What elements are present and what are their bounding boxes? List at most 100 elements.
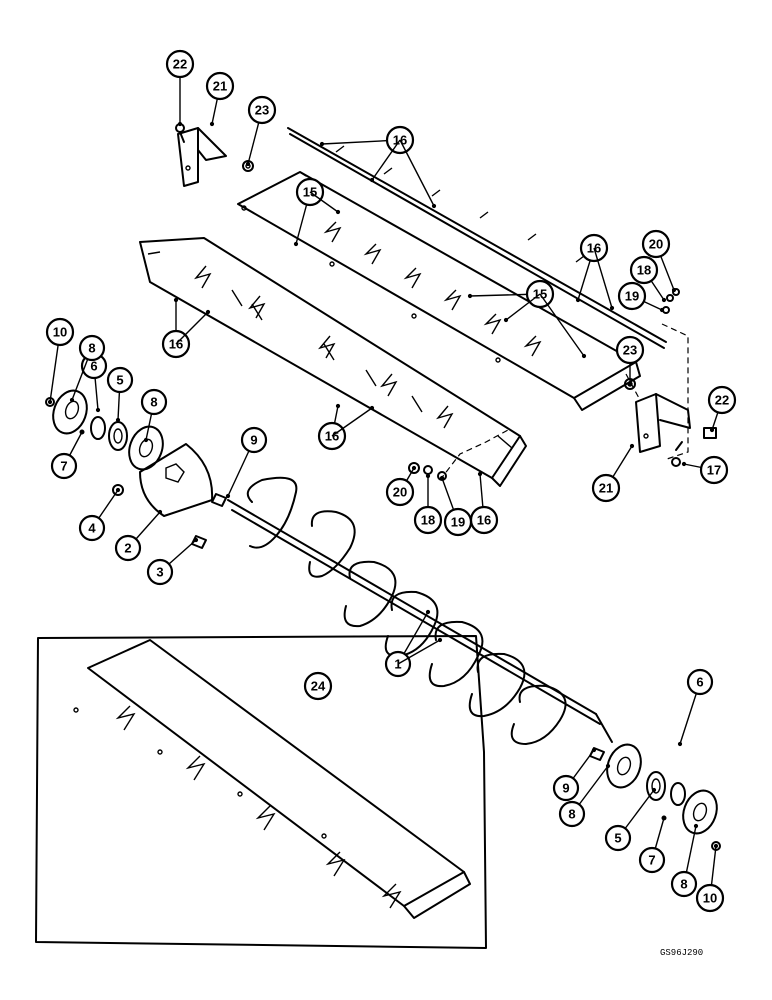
leader-tip-15 bbox=[581, 353, 587, 359]
leader-tip-17 bbox=[681, 461, 687, 467]
leader-tip-16 bbox=[335, 403, 341, 409]
callout-label: 8 bbox=[568, 807, 575, 822]
callout-label: 9 bbox=[562, 781, 569, 796]
callout-22: 22 bbox=[707, 385, 737, 415]
callout-9: 9 bbox=[552, 774, 580, 802]
leader-tip-16 bbox=[575, 297, 581, 303]
callout-10: 10 bbox=[45, 317, 75, 347]
callout-circle bbox=[140, 388, 168, 416]
callout-circle bbox=[114, 534, 142, 562]
callout-label: 2 bbox=[124, 541, 131, 556]
callout-circle bbox=[617, 281, 647, 311]
callout-6: 6 bbox=[686, 668, 714, 696]
leader-tip-18 bbox=[425, 473, 431, 479]
callout-label: 4 bbox=[88, 521, 96, 536]
leader-tip-1 bbox=[425, 609, 431, 615]
leader-line-1 bbox=[397, 639, 441, 665]
leader-tip-5 bbox=[651, 787, 657, 793]
leader-tip-5 bbox=[115, 417, 121, 423]
callout-8: 8 bbox=[140, 388, 168, 416]
lower-slotted-plate bbox=[139, 237, 527, 487]
callout-circle bbox=[247, 95, 277, 125]
callout-label: 6 bbox=[696, 675, 703, 690]
callout-2: 2 bbox=[114, 534, 142, 562]
phantom-lines bbox=[439, 323, 689, 481]
bracket-left bbox=[177, 127, 227, 187]
callout-label: 18 bbox=[637, 263, 651, 278]
left-bearing-set bbox=[52, 389, 214, 517]
callout-label: 5 bbox=[116, 373, 123, 388]
right-bearing-set bbox=[606, 743, 718, 835]
callout-8: 8 bbox=[670, 870, 698, 898]
callout-19: 19 bbox=[617, 281, 647, 311]
callout-circle bbox=[165, 49, 195, 79]
callout-label: 8 bbox=[150, 395, 157, 410]
leader-line-16 bbox=[593, 247, 613, 309]
leader-tip-15 bbox=[467, 293, 473, 299]
figure-code: GS96J290 bbox=[660, 948, 703, 958]
leader-tip-16 bbox=[369, 177, 375, 183]
callout-8: 8 bbox=[558, 800, 586, 828]
callout-23: 23 bbox=[615, 335, 645, 365]
leader-line-16 bbox=[399, 139, 435, 207]
leader-tip-7 bbox=[661, 815, 667, 821]
leader-tip-9 bbox=[225, 493, 231, 499]
leader-tip-22 bbox=[709, 427, 715, 433]
leader-tip-23 bbox=[245, 161, 251, 167]
callout-4: 4 bbox=[78, 514, 106, 542]
callout-label: 16 bbox=[477, 513, 491, 528]
callout-circle bbox=[205, 71, 235, 101]
leader-tip-16 bbox=[609, 305, 615, 311]
callout-8: 8 bbox=[78, 334, 106, 362]
callout-5: 5 bbox=[604, 824, 632, 852]
callout-label: 7 bbox=[60, 459, 67, 474]
callout-circle bbox=[552, 774, 580, 802]
leader-tip-8 bbox=[605, 763, 611, 769]
callout-circle bbox=[707, 385, 737, 415]
leader-tip-1 bbox=[437, 637, 443, 643]
callout-21: 21 bbox=[205, 71, 235, 101]
leader-tip-23 bbox=[627, 381, 633, 387]
leader-tip-6 bbox=[677, 741, 683, 747]
callout-7: 7 bbox=[50, 452, 78, 480]
leader-tip-16 bbox=[173, 297, 179, 303]
callout-10: 10 bbox=[695, 883, 725, 913]
leader-tip-19 bbox=[659, 307, 665, 313]
leader-tip-22 bbox=[177, 121, 183, 127]
callout-22: 22 bbox=[165, 49, 195, 79]
callout-circle bbox=[413, 505, 443, 535]
callout-label: 8 bbox=[680, 877, 687, 892]
callout-label: 19 bbox=[625, 289, 639, 304]
callout-label: 19 bbox=[451, 515, 465, 530]
callout-circle bbox=[106, 366, 134, 394]
callout-16: 16 bbox=[469, 505, 499, 535]
leader-tip-15 bbox=[293, 241, 299, 247]
callout-circle bbox=[78, 514, 106, 542]
callout-17: 17 bbox=[699, 455, 729, 485]
callout-circle bbox=[303, 671, 333, 701]
callout-label: 5 bbox=[614, 831, 621, 846]
callout-circle bbox=[146, 558, 174, 586]
leader-line-16 bbox=[331, 407, 373, 437]
callout-circle bbox=[629, 255, 659, 285]
leader-tip-8 bbox=[143, 437, 149, 443]
leader-tip-10 bbox=[713, 843, 719, 849]
leader-tip-16 bbox=[369, 405, 375, 411]
callout-label: 6 bbox=[90, 359, 97, 374]
leader-tip-6 bbox=[95, 407, 101, 413]
callout-label: 23 bbox=[255, 103, 269, 118]
leader-tip-16 bbox=[477, 471, 483, 477]
callout-circle bbox=[558, 800, 586, 828]
leader-tip-15 bbox=[503, 317, 509, 323]
callout-circle bbox=[385, 477, 415, 507]
callout-18: 18 bbox=[629, 255, 659, 285]
callout-label: 21 bbox=[599, 481, 613, 496]
leader-tip-7 bbox=[79, 429, 85, 435]
callout-label: 7 bbox=[648, 853, 655, 868]
leader-tip-15 bbox=[335, 209, 341, 215]
callout-label: 20 bbox=[649, 237, 663, 252]
callout-label: 8 bbox=[88, 341, 95, 356]
callout-label: 18 bbox=[421, 513, 435, 528]
callout-circle bbox=[695, 883, 725, 913]
